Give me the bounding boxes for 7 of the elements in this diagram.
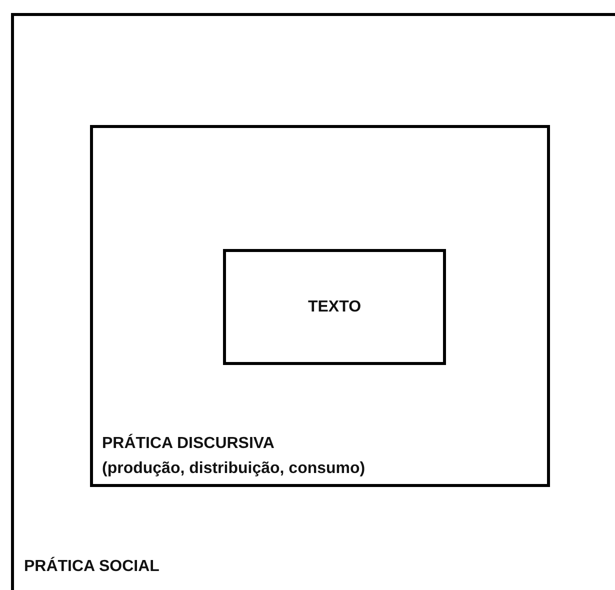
frame-box — [11, 13, 615, 590]
box-heading: PRÁTICA DISCURSIVA — [102, 434, 274, 454]
box-heading: TEXTO — [308, 297, 362, 317]
frame-box — [90, 125, 550, 487]
box-subtitle: (produção, distribuição, consumo) — [102, 459, 366, 478]
frame-box — [223, 249, 446, 365]
box-heading: PRÁTICA SOCIAL — [24, 557, 160, 576]
